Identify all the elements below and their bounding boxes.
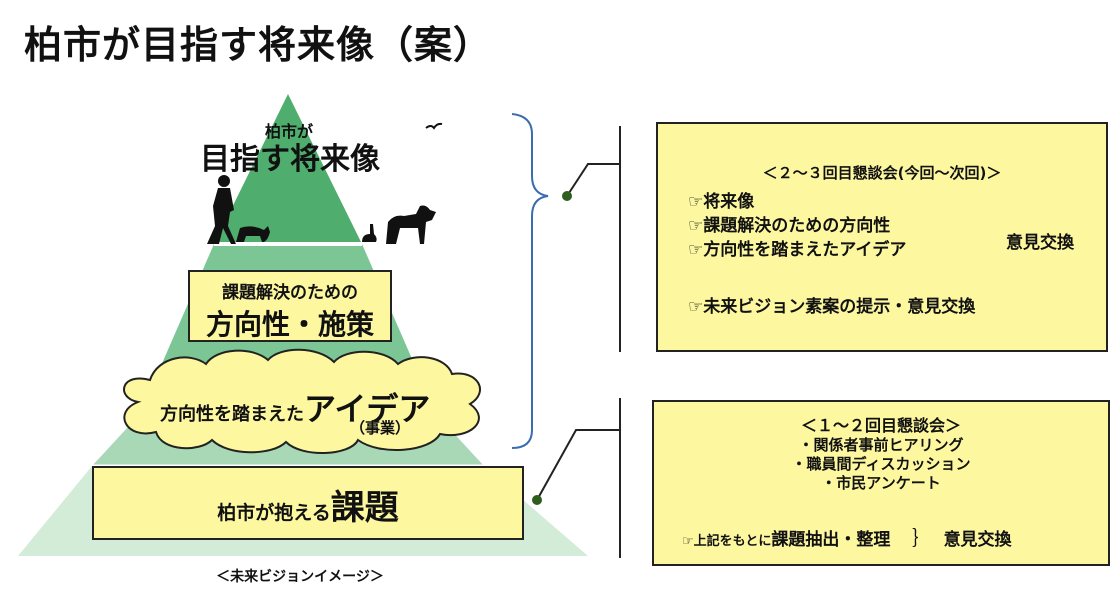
dog-icon xyxy=(386,205,436,244)
lower-final-prefix: ☞上記をもとに xyxy=(682,534,772,549)
lower-item: ・関係者事前ヒアリング xyxy=(798,436,964,454)
lower-list: ・関係者事前ヒアリング ・職員間ディスカッション ・市民アンケート xyxy=(654,436,1108,493)
policy-label-large: 方向性・施策 xyxy=(205,308,374,341)
vision-label-small: 柏市が xyxy=(264,122,313,141)
upper-brace-label: 意見交換 xyxy=(1006,233,1074,253)
policy-box: 課題解決のための 方向性・施策 xyxy=(188,270,392,342)
upper-item: ☞課題解決のための方向性 xyxy=(688,216,891,236)
bird-icon xyxy=(425,122,443,130)
lower-final-main: 課題抽出・整理 xyxy=(771,530,891,550)
upper-meeting-box: ＜２～３回目懇談会(今回～次回)＞ ☞将来像 ☞課題解決のための方向性 ☞方向性… xyxy=(656,122,1108,352)
lower-brace: ｝ xyxy=(911,526,932,550)
upper-final: ☞未来ビジョン素案の提示・意見交換 xyxy=(688,297,976,317)
upper-item: ☞方向性を踏まえたアイデア xyxy=(688,240,907,260)
idea-cloud xyxy=(123,348,481,454)
lower-brace-label: 意見交換 xyxy=(943,530,1012,550)
rabbit-icon xyxy=(362,224,377,242)
idea-large: アイデア xyxy=(304,390,431,428)
cat-icon xyxy=(236,226,270,242)
policy-label-small: 課題解決のための xyxy=(222,283,358,303)
walking-person-icon xyxy=(207,175,236,244)
issues-large: 課題 xyxy=(330,488,399,528)
pyramid-bracket xyxy=(511,113,549,449)
lower-meeting-box: ＜１～２回目懇談会＞ ・関係者事前ヒアリング ・職員間ディスカッション ・市民ア… xyxy=(652,400,1110,566)
lower-connector xyxy=(536,429,620,501)
lower-item: ・職員間ディスカッション xyxy=(791,455,971,473)
lower-item: ・市民アンケート xyxy=(821,474,941,492)
lower-header: ＜１～２回目懇談会＞ xyxy=(800,416,961,435)
vision-label-large: 目指す将来像 xyxy=(200,142,380,177)
page-title: 柏市が目指す将来像（案） xyxy=(24,23,493,67)
idea-text: 方向性を踏まえたアイデア xyxy=(160,384,460,430)
upper-item: ☞将来像 xyxy=(688,192,755,212)
upper-header: ＜２～３回目懇談会(今回～次回)＞ xyxy=(762,164,1002,182)
idea-sub: （事業） xyxy=(350,419,411,437)
idea-prefix: 方向性を踏まえた xyxy=(160,404,304,425)
issues-prefix: 柏市が抱える xyxy=(217,502,331,524)
upper-list: ☞将来像 ☞課題解決のための方向性 ☞方向性を踏まえたアイデア xyxy=(688,190,906,262)
upper-connector xyxy=(566,163,620,197)
diagram-caption: ＜未来ビジョンイメージ＞ xyxy=(216,569,384,585)
lower-final: ☞上記をもとに課題抽出・整理 ｝ 意見交換 xyxy=(682,522,1012,551)
pyramid-top-tier xyxy=(214,94,362,244)
issues-box: 柏市が抱える課題 xyxy=(92,466,524,540)
